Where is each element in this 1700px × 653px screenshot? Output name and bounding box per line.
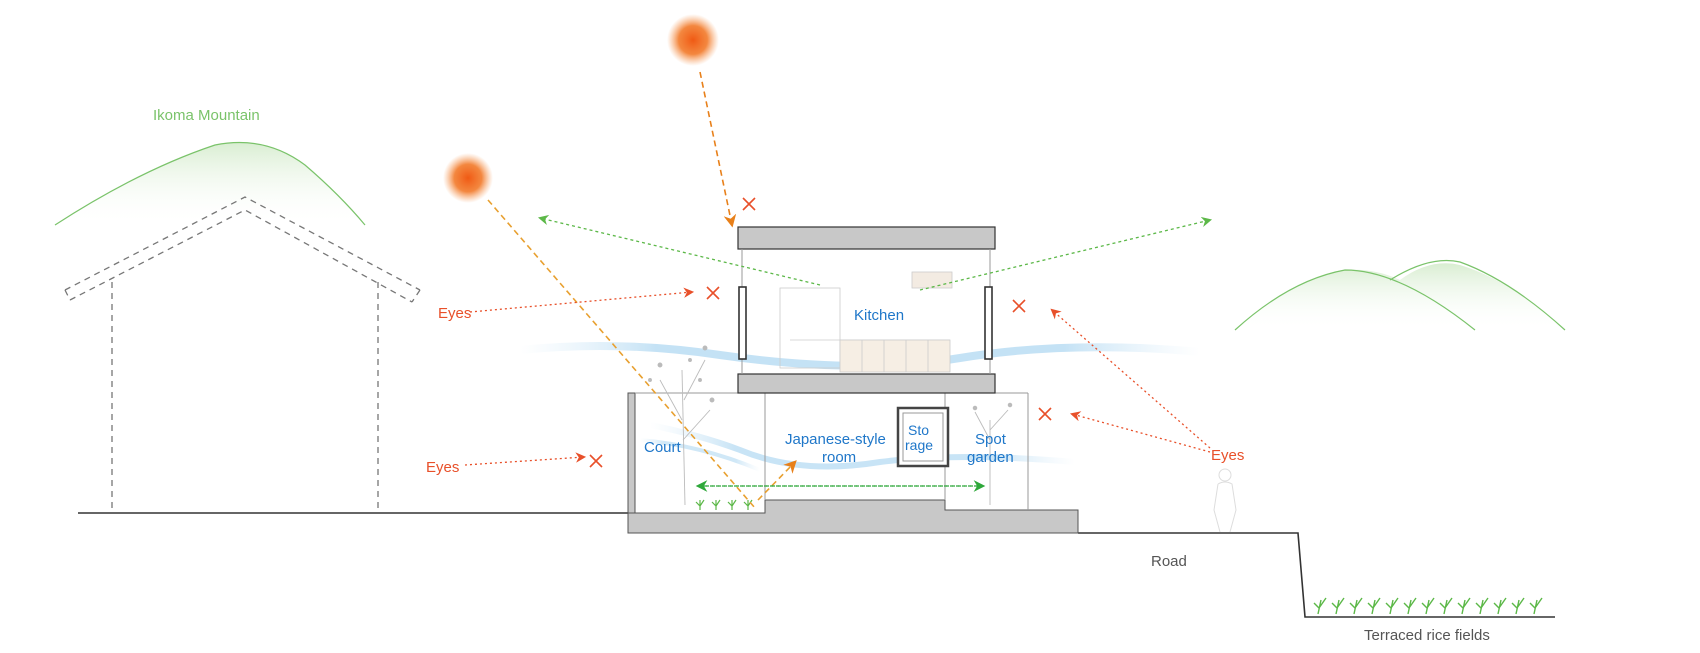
ground-line [78,512,1555,618]
sun-high [667,14,719,66]
roof-slab [737,226,996,250]
ikoma-mountain [54,142,366,226]
court-plants [695,499,753,510]
court-wall [627,392,636,514]
right-window [984,286,993,360]
label-eyes-upper-left: Eyes [438,305,471,322]
storage [896,406,950,468]
label-japanese-room-1: Japanese-style [785,431,886,448]
upper-floor [737,226,996,394]
court-tree [648,345,715,506]
label-mountain: Ikoma Mountain [153,107,260,124]
view-lines [537,214,1213,492]
label-eyes-lower-left: Eyes [426,459,459,476]
label-eyes-right: Eyes [1211,447,1244,464]
eyes-lines [464,287,1211,466]
label-rice-fields: Terraced rice fields [1364,627,1490,644]
blocked-marks [589,197,1052,468]
cross-icon [1012,299,1026,313]
label-japanese-room-2: room [822,449,856,466]
neighbor-house [64,196,421,512]
right-mountains [1234,259,1566,331]
cross-icon [706,286,720,300]
label-court: Court [644,439,682,456]
label-kitchen: Kitchen [854,307,904,324]
sun-rays [487,71,797,509]
spot-garden-tree [972,402,1013,505]
label-spot-garden-1: Spot [975,431,1007,448]
sun-low [443,153,493,203]
label-storage-2: rage [905,437,933,453]
label-storage-1: Sto [908,422,929,438]
foundation-slab [627,392,1079,534]
cross-icon [1038,407,1052,421]
rice-plants [1313,597,1543,615]
left-window [738,286,747,360]
cross-icon [589,454,603,468]
floor-slab [737,373,996,394]
label-spot-garden-2: garden [967,449,1014,466]
cross-icon [742,197,756,211]
pedestrian-figure [1213,468,1237,533]
label-road: Road [1151,553,1187,570]
